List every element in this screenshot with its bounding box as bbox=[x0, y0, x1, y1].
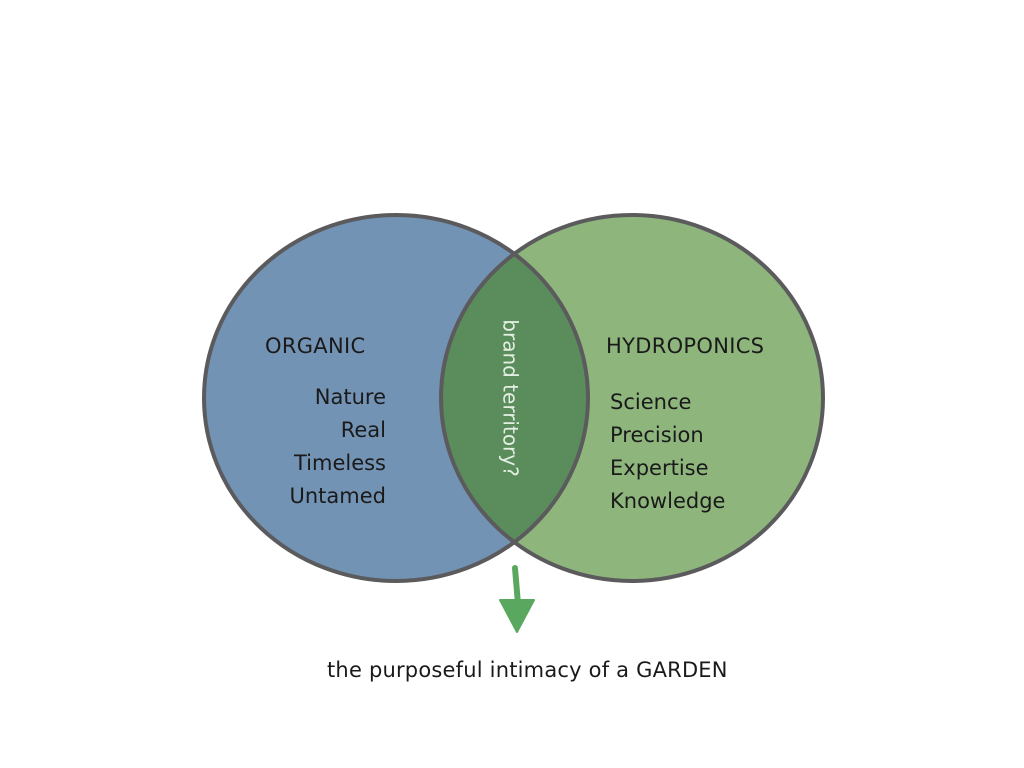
hydroponics-title: HYDROPONICS bbox=[606, 334, 765, 358]
hydroponics-attributes: Science Precision Expertise Knowledge bbox=[610, 386, 725, 518]
list-item: Expertise bbox=[610, 456, 709, 480]
list-item: Real bbox=[340, 418, 386, 442]
list-item: Untamed bbox=[289, 484, 387, 508]
down-arrow-icon bbox=[499, 565, 535, 633]
list-item: Timeless bbox=[293, 451, 386, 475]
overlap-label: brand territory? bbox=[499, 319, 523, 476]
list-item: Knowledge bbox=[610, 489, 726, 513]
organic-circle-outline bbox=[202, 213, 590, 583]
list-item: Science bbox=[610, 390, 692, 414]
organic-title: ORGANIC bbox=[265, 334, 366, 358]
list-item: Precision bbox=[610, 423, 704, 447]
list-item: Nature bbox=[314, 385, 386, 409]
organic-attributes: Nature Real Timeless Untamed bbox=[290, 381, 387, 513]
overlap-region bbox=[441, 215, 588, 581]
hydroponics-circle-outline bbox=[439, 213, 825, 583]
caption: the purposeful intimacy of a GARDEN bbox=[327, 658, 728, 682]
